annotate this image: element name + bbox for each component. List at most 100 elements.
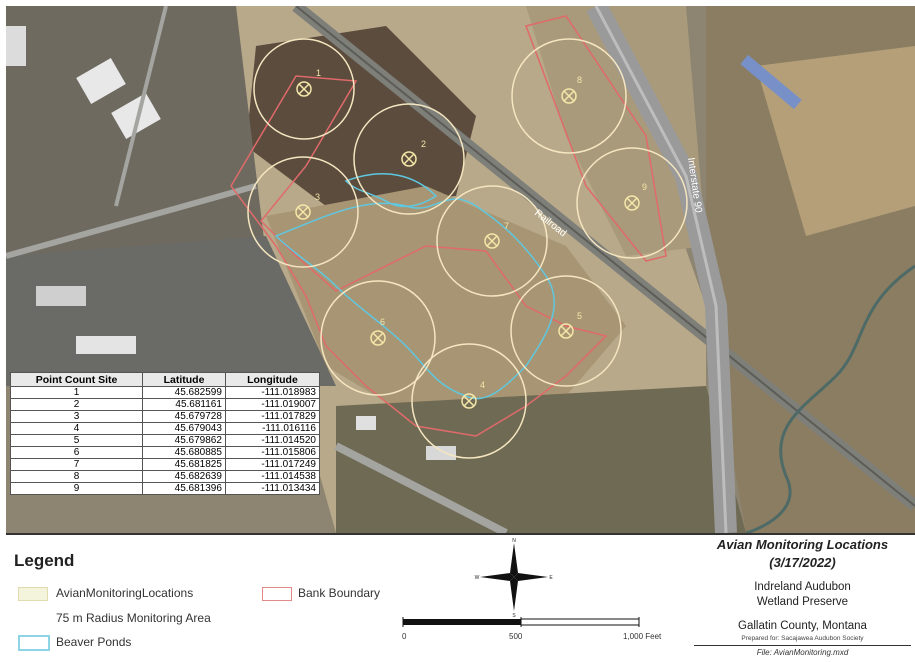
latitude-cell: 45.679862	[142, 434, 226, 447]
south-label: S	[512, 613, 516, 617]
site-marker-label: 5	[577, 311, 582, 321]
latitude-cell: 45.681825	[142, 458, 226, 471]
site-marker-icon[interactable]	[295, 204, 311, 220]
east-label: E	[549, 575, 553, 581]
site-marker-cross	[297, 206, 309, 218]
column-header-latitude: Latitude	[142, 372, 226, 387]
site-marker-icon[interactable]	[461, 393, 477, 409]
longitude-cell: -111.014520	[224, 434, 321, 447]
shrub-area-north	[246, 26, 476, 206]
longitude-cell: -111.018983	[224, 386, 321, 399]
site-marker-label: 1	[316, 68, 321, 78]
longitude-cell: -111.016116	[224, 422, 321, 435]
building	[111, 93, 161, 139]
site-cell: 3	[9, 410, 144, 423]
beaver-ponds	[274, 198, 555, 400]
site-marker-icon[interactable]	[370, 330, 386, 346]
radius-circle	[511, 38, 627, 154]
site-marker-cross	[626, 197, 638, 209]
legend-label-ponds: Beaver Ponds	[56, 635, 132, 649]
north-label: N	[512, 538, 516, 544]
interstate-median	[594, 6, 728, 533]
legend-label-avian: AvianMonitoringLocations	[56, 586, 194, 600]
latitude-cell: 45.682639	[142, 470, 226, 483]
column-header-longitude: Longitude	[224, 372, 321, 387]
aerial-map[interactable]: 1 2 3 7	[6, 6, 915, 533]
site-marker-cross	[486, 235, 498, 247]
site-marker-icon[interactable]	[296, 81, 312, 97]
road-northwest	[114, 6, 168, 207]
scale-bar-segment	[520, 618, 640, 626]
monitoring-area-1: 1	[253, 38, 355, 140]
bank-boundary-east	[525, 15, 667, 262]
site-marker-icon[interactable]	[561, 88, 577, 104]
creek	[745, 264, 915, 533]
west-label: W	[475, 575, 480, 581]
riparian-south	[336, 386, 746, 533]
building	[76, 336, 136, 354]
north-arrow-icon: N S W E	[475, 538, 554, 617]
monitoring-area-5: 5	[510, 275, 622, 387]
scale-bar	[402, 617, 640, 627]
road-south	[334, 442, 508, 533]
organization-line-2: Wetland Preserve	[756, 596, 849, 608]
railroad-track	[295, 6, 915, 507]
longitude-cell: -111.017249	[224, 458, 321, 471]
site-marker-cross	[298, 83, 310, 95]
site-marker-label: 4	[480, 380, 485, 390]
legend-title: Legend	[14, 551, 75, 570]
monitoring-area-2: 2	[353, 103, 465, 215]
title-block: Avian Monitoring Locations (3/17/2022) I…	[690, 533, 915, 662]
site-marker-cross	[560, 325, 572, 337]
bank-boundary-west	[230, 75, 608, 437]
site-marker-label: 8	[577, 75, 582, 85]
latitude-cell: 45.681396	[142, 482, 226, 495]
site-cell: 6	[9, 446, 144, 459]
latitude-cell: 45.682599	[142, 386, 226, 399]
field-east	[526, 6, 706, 256]
map-title: Avian Monitoring Locations	[716, 537, 889, 552]
building	[36, 286, 86, 306]
site-cell: 9	[9, 482, 144, 495]
column-header-site: Point Count Site	[9, 372, 144, 387]
title-divider	[694, 645, 911, 646]
table-header-row: Point Count Site Latitude Longitude	[9, 372, 321, 387]
radius-circle	[253, 38, 355, 140]
prepared-by-text: Prepared for: Sacajawea Audubon Society	[741, 635, 864, 642]
radius-circle	[353, 103, 465, 215]
organization-line-1: Indreland Audubon	[754, 581, 851, 593]
site-cell: 4	[9, 422, 144, 435]
scale-bar-segment	[403, 619, 521, 625]
monitoring-area-6: 6	[320, 280, 436, 396]
avian-location-symbol-icon	[18, 587, 48, 601]
monitoring-area-7: 7	[436, 185, 548, 297]
site-marker-label: 3	[315, 192, 320, 202]
site-marker-icon[interactable]	[484, 233, 500, 249]
dry-field-east	[756, 46, 915, 236]
radius-circle	[320, 280, 436, 396]
site-marker-icon[interactable]	[558, 323, 574, 339]
longitude-cell: -111.014538	[224, 470, 321, 483]
road-west	[6, 183, 257, 259]
site-cell: 8	[9, 470, 144, 483]
monitoring-area-9: 9	[576, 147, 688, 259]
map-canvas: 1 2 3 7	[6, 6, 915, 533]
site-marker-label: 6	[380, 317, 385, 327]
scale-label-mid: 500	[509, 632, 523, 641]
site-marker-icon[interactable]	[624, 195, 640, 211]
site-marker-icon[interactable]	[401, 151, 417, 167]
site-marker-label: 2	[421, 139, 426, 149]
wetland-core	[266, 186, 626, 426]
beaver-ponds-symbol-icon	[18, 635, 50, 651]
site-marker-cross	[403, 153, 415, 165]
monitoring-area-4: 4	[411, 343, 527, 459]
